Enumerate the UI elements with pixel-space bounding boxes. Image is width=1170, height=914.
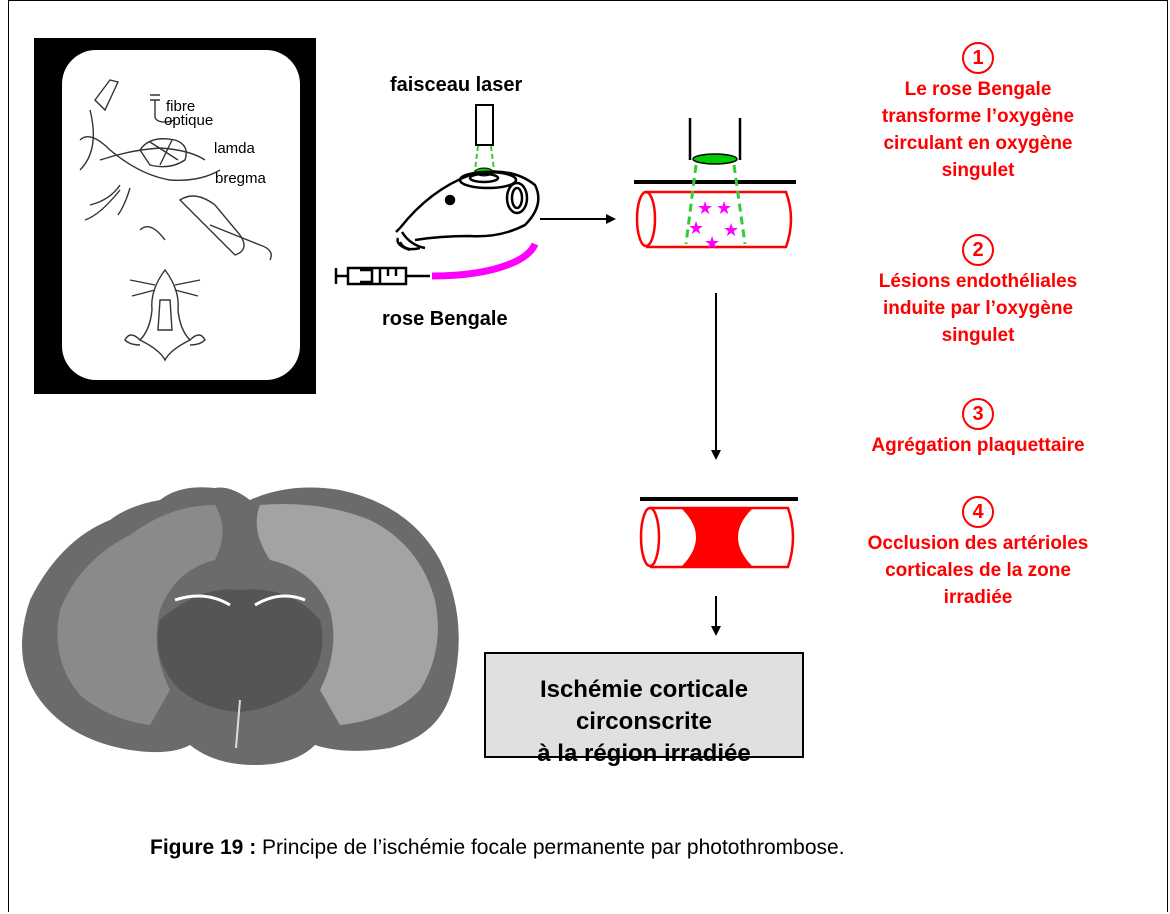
brain-section-image: [22, 487, 459, 765]
vessel-irradiation-icon: ★ ★ ★ ★ ★: [634, 118, 796, 254]
label-optique: optique: [164, 112, 214, 129]
arrow-down-short: [711, 596, 721, 636]
rat-head-icon: [395, 170, 540, 252]
step-4: 4 Occlusion des artérioles corticales de…: [818, 496, 1138, 611]
step-2: 2 Lésions endothéliales induite par l’ox…: [818, 234, 1138, 349]
step-2-line-1: Lésions endothéliales: [878, 271, 1078, 292]
svg-text:★: ★: [704, 233, 720, 254]
svg-text:★: ★: [697, 198, 713, 219]
step-2-number: 2: [962, 234, 994, 266]
syringe-icon: [334, 266, 430, 286]
step-4-line-2: corticales de la zone: [885, 560, 1071, 581]
step-1-number: 1: [962, 42, 994, 74]
step-1: 1 Le rose Bengale transforme l’oxygène c…: [818, 42, 1138, 184]
step-4-number: 4: [962, 496, 994, 528]
step-1-line-2: transforme l’oxygène: [881, 106, 1075, 127]
step-1-line-1: Le rose Bengale: [904, 79, 1052, 100]
step-2-line-2: induite par l’oxygène: [882, 298, 1074, 319]
injection-tube: [431, 242, 539, 280]
step-1-line-4: singulet: [941, 160, 1015, 181]
step-2-line-3: singulet: [941, 325, 1015, 346]
svg-text:★: ★: [688, 218, 704, 239]
figure-frame: [8, 0, 1168, 912]
laser-fibre-icon: [473, 104, 496, 179]
label-lamda: lamda: [214, 140, 255, 157]
step-3: 3 Agrégation plaquettaire: [818, 398, 1138, 459]
result-line-1: Ischémie corticale circonscrite: [539, 676, 749, 735]
surgery-illustration: [34, 38, 316, 394]
figure-caption: Figure 19 : Principe de l’ischémie focal…: [150, 836, 1050, 860]
step-3-line-1: Agrégation plaquettaire: [871, 435, 1085, 456]
arrow-right: [540, 214, 616, 224]
step-3-number: 3: [962, 398, 994, 430]
result-box: Ischémie corticale circonscrite à la rég…: [484, 652, 804, 767]
step-4-line-3: irradiée: [943, 587, 1013, 608]
laser-label: faisceau laser: [390, 74, 523, 96]
label-fibre: fibre: [166, 98, 196, 115]
singlet-oxygen-stars: ★ ★ ★ ★ ★: [688, 198, 739, 254]
label-bregma: bregma: [215, 170, 266, 187]
result-line-2: à la région irradiée: [537, 740, 751, 767]
caption-label: Figure 19 :: [150, 836, 257, 859]
step-4-line-1: Occlusion des artérioles: [867, 533, 1089, 554]
svg-text:★: ★: [716, 198, 732, 219]
vessel-occlusion-icon: [639, 497, 798, 569]
step-1-line-3: circulant en oxygène: [883, 133, 1073, 154]
svg-text:★: ★: [723, 220, 739, 241]
arrow-down-long: [711, 293, 721, 460]
caption-text: Principe de l’ischémie focale permanente…: [256, 836, 845, 859]
rose-bengale-label: rose Bengale: [382, 308, 508, 330]
